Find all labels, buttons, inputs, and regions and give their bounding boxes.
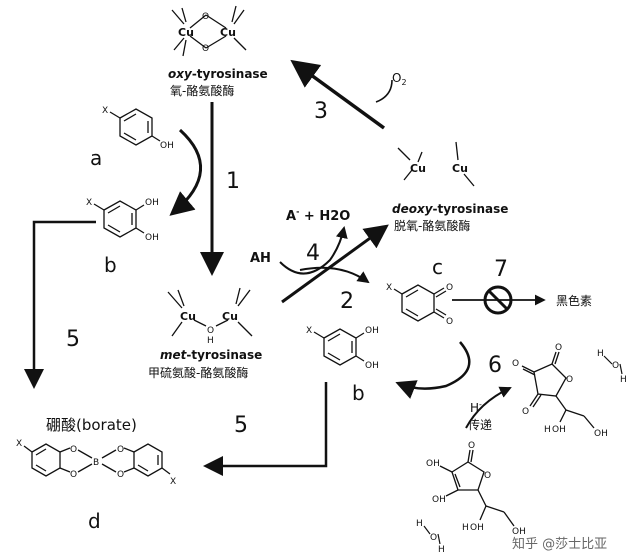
compound-b2-structure — [313, 328, 365, 366]
met-tyrosinase-chinese: 甲硫氨酸-酪氨酸酶 — [148, 365, 248, 380]
reagent-ah: AH — [250, 251, 271, 266]
water-molecule-top — [603, 355, 623, 375]
water-top-h-1: H — [597, 349, 604, 359]
water-bottom-h-1: H — [416, 519, 423, 529]
deoxy-tyrosinase-chinese: 脱氧-酪氨酸酶 — [394, 218, 470, 233]
aa-oh-4: OH — [512, 527, 526, 537]
step-number-7: 7 — [494, 257, 508, 282]
arrow-b-to-c — [299, 266, 370, 284]
compound-d-x-left: X — [16, 439, 22, 449]
oxy-tyrosinase-chinese: 氧-酪氨酸酶 — [170, 83, 234, 98]
oxy-cu-right: Cu — [220, 26, 236, 39]
compound-d-boron: B — [93, 458, 99, 468]
compound-b-oh-1: OH — [145, 198, 159, 208]
oxy-tyrosinase-structure — [171, 5, 247, 57]
compound-d-o-4: O — [117, 470, 124, 480]
arrow-a-to-b — [169, 128, 203, 216]
arrow-step-5-left — [24, 220, 96, 389]
arrow-ascorbate-to-dha — [465, 386, 512, 429]
compound-d-o-3: O — [117, 445, 124, 455]
water-top-o: O — [612, 361, 619, 371]
compound-a-oh: OH — [160, 141, 174, 151]
compound-d-label: d — [88, 509, 101, 533]
dehydroascorbic-acid-structure — [521, 351, 595, 429]
borate-label: 硼酸(borate) — [46, 416, 137, 434]
dha-h: H — [544, 425, 551, 435]
water-bottom-h-2: H — [438, 545, 445, 555]
aa-ring-o: O — [484, 471, 491, 481]
dha-oh-2: OH — [594, 429, 608, 439]
compound-a-x: X — [102, 106, 108, 116]
step-number-1: 1 — [226, 169, 240, 194]
aa-h: H — [462, 523, 469, 533]
step-number-5-right: 5 — [234, 413, 248, 438]
compound-c-o-2: O — [446, 317, 453, 327]
product-melanin: 黑色素 — [556, 294, 592, 308]
aa-oh-3: OH — [470, 523, 484, 533]
met-h: H — [207, 336, 214, 346]
compound-b2-oh-2: OH — [365, 361, 379, 371]
arrow-step-2 — [281, 224, 389, 304]
aa-oh-2: OH — [432, 495, 446, 505]
watermark: 知乎 @莎士比亚 — [512, 536, 607, 552]
dha-o-2: O — [512, 359, 519, 369]
met-tyrosinase-name: met-tyrosinase — [160, 348, 262, 362]
water-molecule-bottom — [423, 525, 441, 545]
compound-b-oh-2: OH — [145, 233, 159, 243]
oxy-o-bottom: O — [202, 44, 209, 54]
oxy-o-top: O — [202, 12, 209, 22]
arrow-step-5-right — [203, 382, 328, 476]
water-bottom-o: O — [430, 533, 437, 543]
oxy-cu-left: Cu — [178, 26, 194, 39]
arrow-step-3 — [290, 59, 386, 130]
compound-c-label: c — [432, 255, 443, 279]
aa-oh-1: OH — [426, 459, 440, 469]
reagent-a-minus-h2o: A- + H2O — [286, 207, 350, 224]
prohibited-sign-icon — [483, 285, 513, 315]
water-top-h-2: H — [620, 375, 627, 385]
compound-a-label: a — [90, 146, 102, 170]
compound-d-o-2: O — [70, 470, 77, 480]
compound-b2-label: b — [352, 381, 365, 405]
compound-c-o-1: O — [446, 283, 453, 293]
met-tyrosinase-structure — [167, 287, 253, 337]
step-number-4: 4 — [306, 241, 320, 266]
deoxy-tyrosinase-name: deoxy-tyrosinase — [392, 202, 508, 216]
deoxy-cu-left: Cu — [410, 162, 426, 175]
deoxy-cu-right: Cu — [452, 162, 468, 175]
compound-b-label: b — [104, 253, 117, 277]
dha-o-1: O — [555, 343, 562, 353]
step-number-5-left: 5 — [66, 327, 80, 352]
dha-oh-1: OH — [552, 425, 566, 435]
reagent-o2: O2 — [392, 71, 407, 87]
dha-o-3: O — [522, 407, 529, 417]
compound-d-x-right: X — [170, 477, 176, 487]
step-number-6: 6 — [488, 353, 502, 378]
compound-b-x: X — [86, 198, 92, 208]
step-number-3: 3 — [314, 99, 328, 124]
reagent-h-minus: H- — [470, 400, 482, 415]
met-cu-left: Cu — [180, 310, 196, 323]
compound-d-structure — [23, 443, 171, 477]
compound-c-structure — [393, 284, 447, 322]
arrow-step-4 — [279, 226, 348, 275]
aa-o-1: O — [468, 441, 475, 451]
compound-a-structure — [109, 108, 161, 146]
compound-c-x: X — [386, 283, 392, 293]
compound-b-structure — [93, 200, 145, 238]
dha-ring-o: O — [566, 375, 573, 385]
ascorbic-acid-structure — [439, 449, 515, 527]
met-cu-right: Cu — [222, 310, 238, 323]
compound-d-o-1: O — [70, 445, 77, 455]
deoxy-tyrosinase-structure — [397, 141, 475, 187]
reagent-transfer: 传递 — [468, 417, 492, 432]
compound-b2-x: X — [306, 326, 312, 336]
step-number-2: 2 — [340, 289, 354, 314]
arrow-o2-input — [375, 79, 393, 103]
oxy-tyrosinase-name: oxy-tyrosinase — [168, 67, 268, 81]
met-o-bridge: O — [207, 326, 214, 336]
compound-b2-oh-1: OH — [365, 326, 379, 336]
arrow-step-6 — [395, 341, 471, 399]
